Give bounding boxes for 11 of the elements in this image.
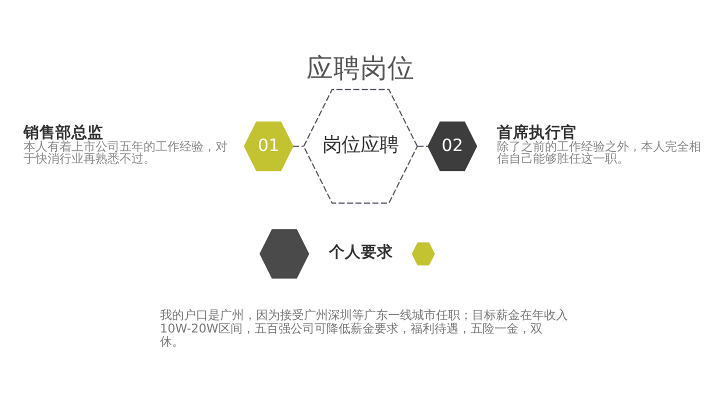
- node-label: 个人要求: [329, 242, 394, 261]
- connector: [293, 146, 304, 147]
- node-label: 除了之前的工作经验之外，本人完全相信自己能够胜任这一职。: [497, 140, 702, 166]
- node-label: 本人有着上市公司五年的工作经验，对于快消行业再熟悉不过。: [23, 140, 228, 166]
- label: 我的户口是广州，因为接受广州深圳等广东一线城市任职；目标薪金在年收入10W-20W区间，五百强公司可降低薪金要求，福利待遇，五险一金，双休。: [160, 308, 568, 349]
- node-hexagon: [260, 229, 310, 279]
- node-hexagon: [412, 242, 435, 266]
- diagram-title: 应聘岗位: [306, 52, 414, 84]
- connector: [418, 146, 428, 147]
- node-label: 首席执行官: [497, 122, 578, 142]
- node-label: 销售部总监: [23, 122, 104, 142]
